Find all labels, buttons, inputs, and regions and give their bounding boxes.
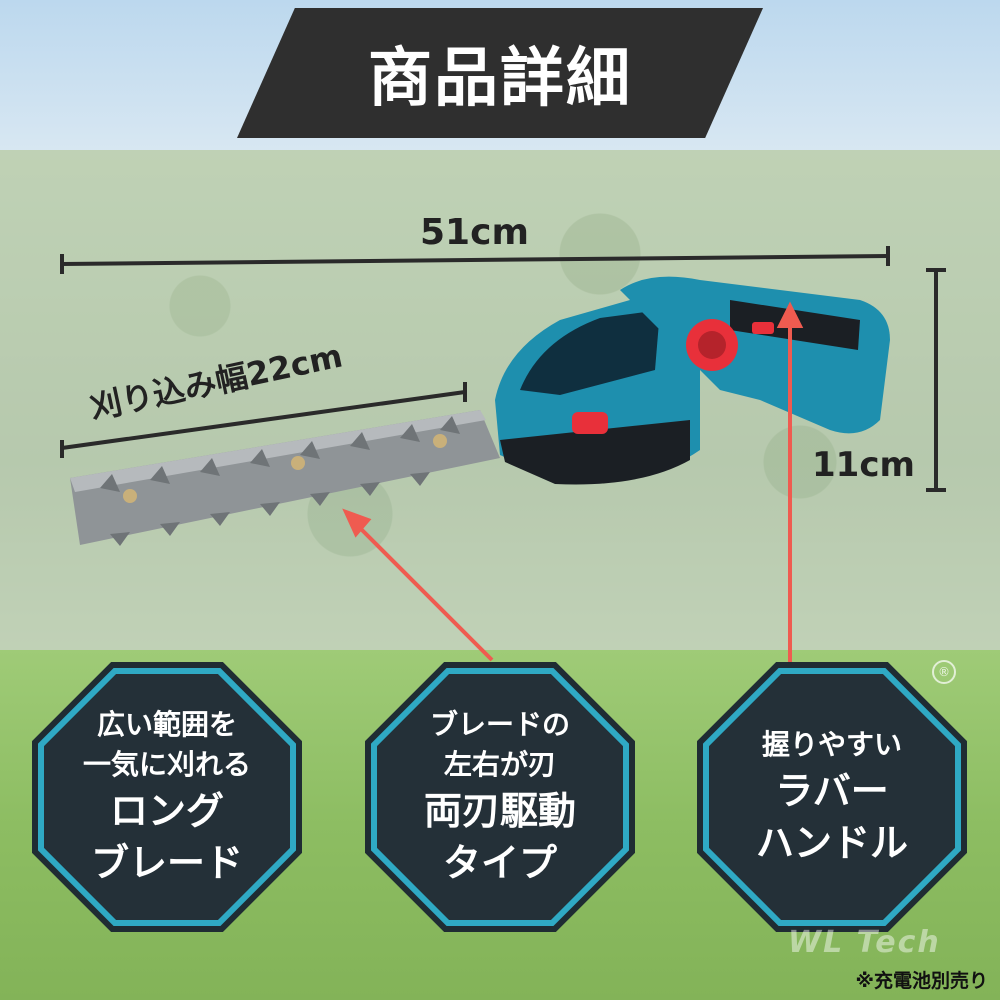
dimension-lines bbox=[60, 246, 946, 492]
banner-shape bbox=[237, 8, 763, 138]
tool-body bbox=[495, 276, 890, 485]
feature-line: ラバー bbox=[775, 769, 889, 813]
brand-watermark: WL Tech bbox=[788, 925, 941, 960]
title-banner: 商品詳細 bbox=[237, 8, 763, 138]
feature-line: 握りやすい bbox=[761, 728, 902, 761]
cutting-width-line bbox=[61, 390, 466, 450]
feature-line: 一気に刈れる bbox=[82, 748, 251, 781]
feature-badge-rubber-handle: 握りやすい ラバー ハンドル bbox=[697, 662, 967, 932]
registered-mark: ® bbox=[932, 660, 956, 684]
battery-note: ※充電池別売り bbox=[855, 970, 988, 992]
feature-line: 広い範囲を bbox=[96, 708, 237, 741]
banner-title: 商品詳細 bbox=[368, 42, 632, 116]
feature-line: ブレードの bbox=[429, 708, 570, 741]
height-label: 11cm bbox=[812, 445, 915, 485]
feature-line: 両刃駆動 bbox=[423, 789, 576, 833]
length-line bbox=[61, 254, 889, 266]
feature-badge-double-blade: ブレードの 左右が刃 両刃駆動 タイプ bbox=[365, 662, 635, 932]
feature-line: タイプ bbox=[442, 841, 557, 885]
feature-badge-long-blade: 広い範囲を 一気に刈れる ロング ブレード bbox=[32, 662, 302, 932]
blade bbox=[70, 410, 500, 546]
feature-line: 左右が刃 bbox=[443, 748, 556, 781]
feature-line: ロング bbox=[109, 789, 224, 833]
feature-line: ブレード bbox=[90, 841, 243, 885]
length-label: 51cm bbox=[420, 212, 529, 253]
callout-arrows bbox=[342, 301, 804, 665]
feature-line: ハンドル bbox=[755, 821, 908, 865]
